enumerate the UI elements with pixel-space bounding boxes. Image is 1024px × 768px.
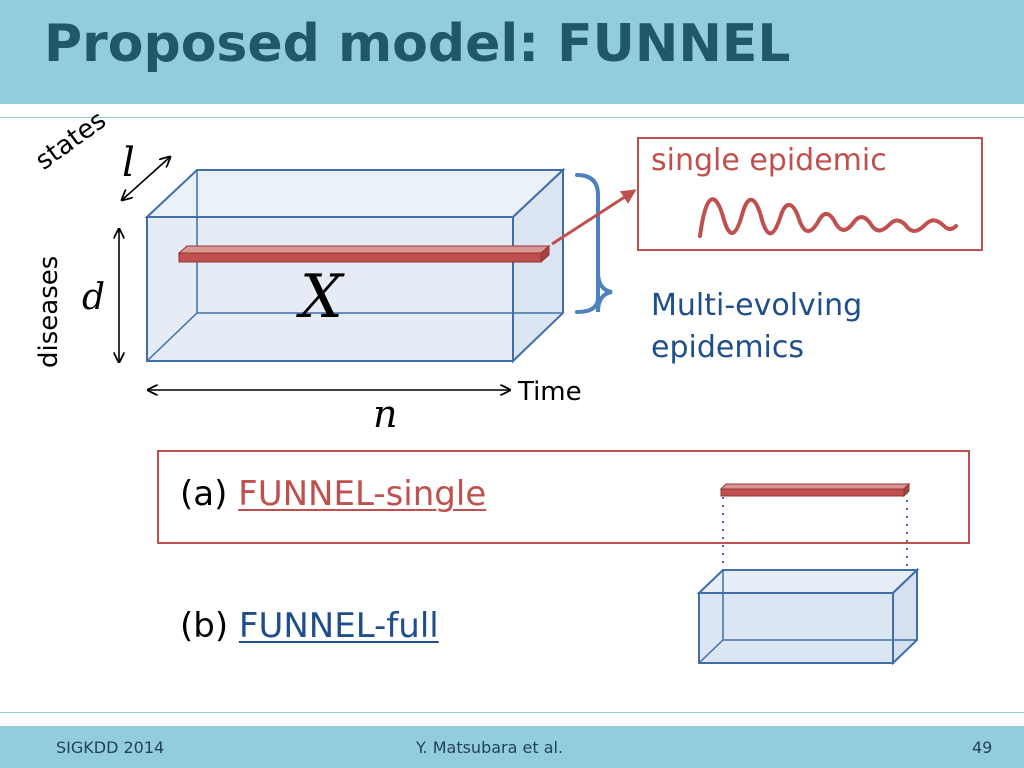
l-dimension-label: l	[122, 140, 135, 186]
multi-evolving-label: Multi-evolving epidemics	[651, 285, 862, 369]
title-divider	[0, 117, 1024, 118]
diseases-label: diseases	[34, 255, 64, 368]
slide-title: Proposed model: FUNNEL	[44, 14, 791, 74]
tensor-x-label: X	[300, 262, 343, 332]
tensor-cube	[144, 167, 566, 364]
single-epidemic-bar	[177, 244, 551, 264]
option-b-prefix: (b)	[180, 606, 239, 646]
d-dimension-label: d	[82, 277, 106, 318]
funnel-single-link[interactable]: FUNNEL-single	[238, 474, 487, 514]
title-bar	[0, 0, 1024, 104]
multi-evolving-line1: Multi-evolving	[651, 288, 863, 323]
n-dimension-label: n	[373, 392, 398, 436]
footer-divider	[0, 712, 1024, 713]
multi-evolving-line2: epidemics	[651, 330, 805, 365]
footer-bar	[0, 726, 1024, 768]
option-b: (b) FUNNEL-full	[180, 606, 439, 646]
callout-arrow	[551, 189, 637, 246]
funnel-full-link[interactable]: FUNNEL-full	[238, 606, 439, 646]
single-epidemic-callout	[637, 137, 983, 251]
option-a: (a) FUNNEL-single	[180, 474, 486, 514]
funnel-full-cube	[696, 567, 920, 666]
option-a-prefix: (a)	[180, 474, 239, 514]
footer-page-number: 49	[972, 738, 993, 757]
footer-author: Y. Matsubara et al.	[416, 738, 564, 757]
time-label: Time	[518, 377, 582, 407]
footer-conference: SIGKDD 2014	[56, 738, 165, 757]
multi-epidemic-brace	[575, 173, 613, 314]
funnel-single-highlight-box	[157, 450, 970, 544]
states-label: states	[30, 105, 112, 177]
single-epidemic-label: single epidemic	[651, 143, 887, 178]
